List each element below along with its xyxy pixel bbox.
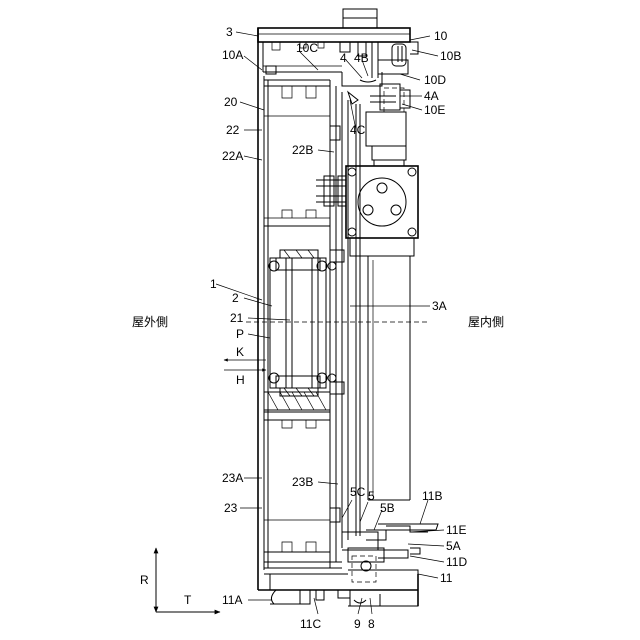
label-21: 21 bbox=[230, 311, 244, 325]
label-11a: 11A bbox=[222, 593, 242, 607]
label-h: H bbox=[236, 373, 245, 387]
label-22b: 22B bbox=[292, 143, 313, 157]
sash-and-frame-verticals bbox=[258, 28, 360, 590]
label-t: T bbox=[184, 593, 192, 607]
label-11c: 11C bbox=[300, 617, 321, 631]
label-22a: 22A bbox=[222, 149, 243, 163]
label-11d: 11D bbox=[446, 555, 467, 569]
label-23b: 23B bbox=[292, 475, 313, 489]
label-8: 8 bbox=[368, 617, 375, 631]
label-10d: 10D bbox=[424, 73, 446, 87]
label-5b: 5B bbox=[380, 501, 395, 515]
label-4b: 4B bbox=[354, 51, 369, 65]
label-20: 20 bbox=[224, 95, 238, 109]
label-23a: 23A bbox=[222, 471, 243, 485]
label-p: P bbox=[236, 327, 244, 341]
label-10a: 10A bbox=[222, 48, 243, 62]
label-10e: 10E bbox=[424, 103, 445, 117]
label-1: 1 bbox=[210, 277, 217, 291]
label-11b: 11B bbox=[422, 489, 442, 503]
label-23: 23 bbox=[224, 501, 238, 515]
label-5a: 5A bbox=[446, 539, 461, 553]
label-9: 9 bbox=[354, 617, 361, 631]
label-10b: 10B bbox=[440, 49, 461, 63]
label-5: 5 bbox=[368, 489, 375, 503]
label-11e: 11E bbox=[446, 523, 466, 537]
label-4: 4 bbox=[340, 51, 347, 65]
label-3: 3 bbox=[226, 25, 233, 39]
indoor-side-label: 屋内側 bbox=[468, 315, 504, 329]
label-4c: 4C bbox=[350, 123, 366, 137]
glass-unit bbox=[264, 250, 344, 410]
label-k: K bbox=[236, 345, 244, 359]
outdoor-side-label: 屋外側 bbox=[132, 315, 168, 329]
label-4a: 4A bbox=[424, 89, 439, 103]
label-5c: 5C bbox=[350, 485, 366, 499]
label-11: 11 bbox=[440, 571, 453, 585]
label-22: 22 bbox=[226, 123, 240, 137]
label-10: 10 bbox=[434, 29, 448, 43]
label-r: R bbox=[140, 573, 149, 587]
label-10c: 10C bbox=[296, 41, 318, 55]
label-3a: 3A bbox=[432, 299, 447, 313]
label-2: 2 bbox=[232, 291, 239, 305]
